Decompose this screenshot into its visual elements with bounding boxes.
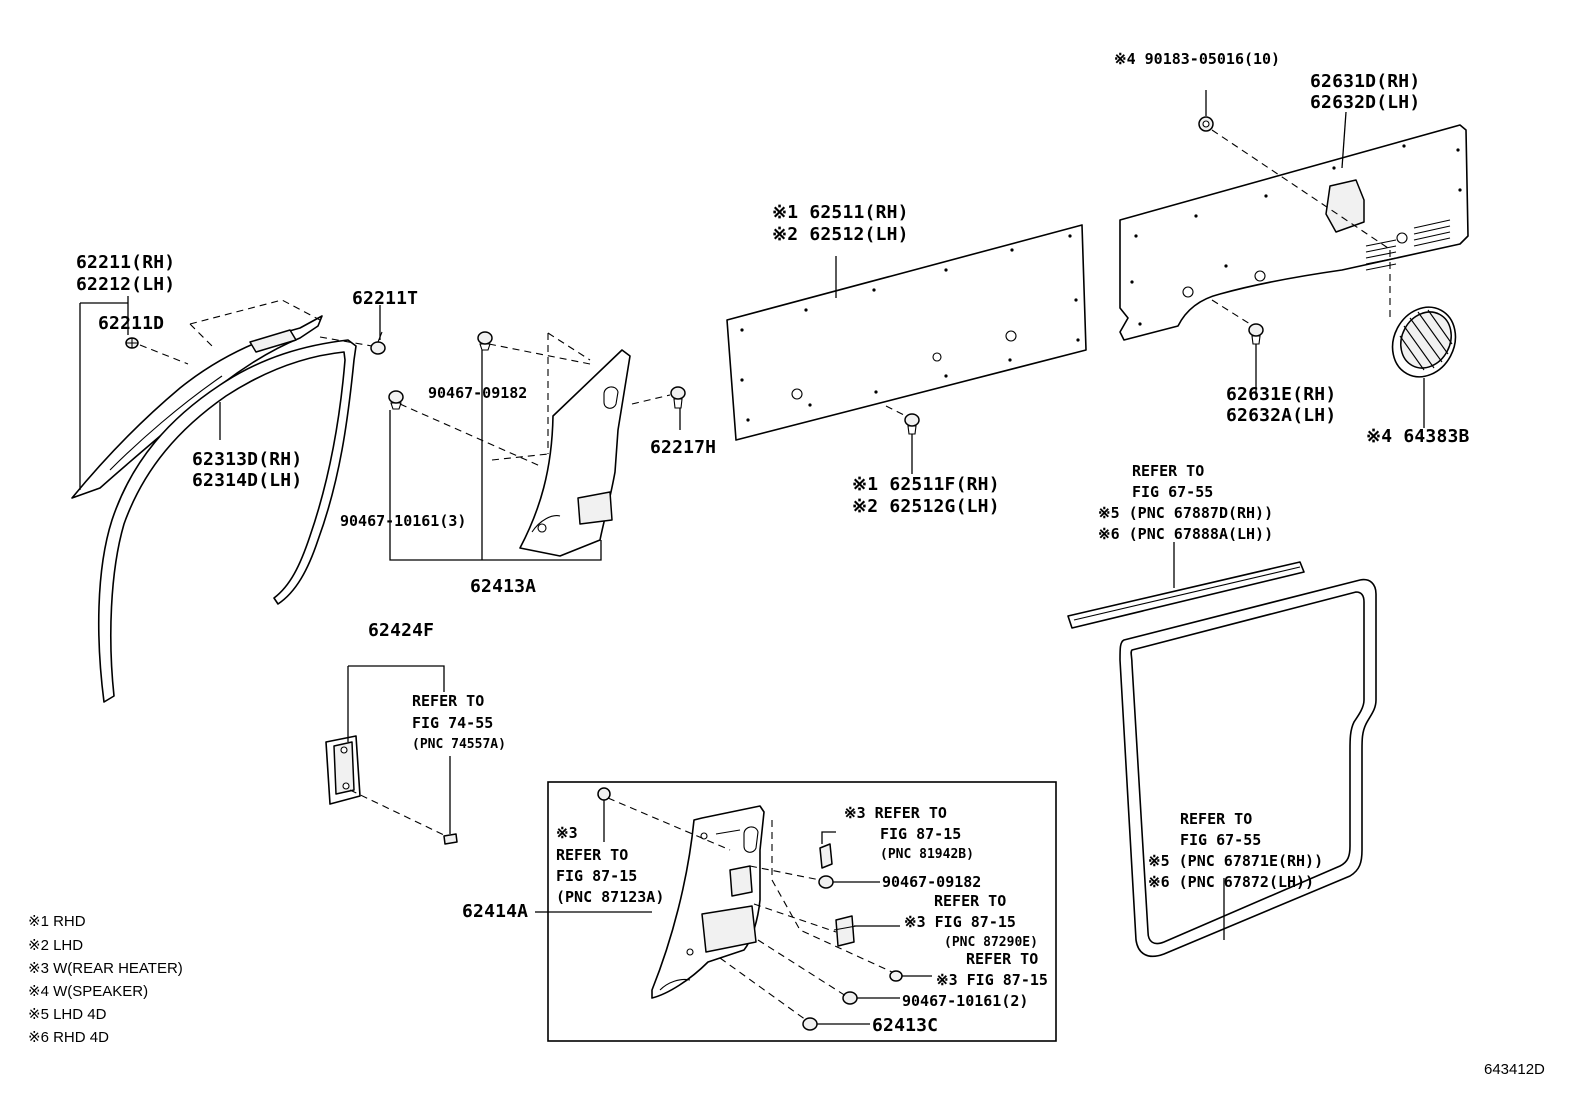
clip-62217h-icon	[670, 386, 686, 409]
label-62212-lh: 62212(LH)	[76, 274, 175, 295]
label-62217h: 62217H	[650, 437, 716, 458]
label-62512-lh: ※2 62512(LH)	[772, 224, 909, 245]
speaker-grille-slots	[1365, 219, 1451, 271]
clip-62511f-icon	[904, 413, 920, 435]
quarter-trim-rear-heater	[651, 805, 765, 999]
clip-rear-heater-c-icon	[889, 970, 903, 982]
clip-62413c-icon	[802, 1017, 818, 1031]
label-90467-09182-a: 90467-09182	[428, 384, 527, 402]
clip-90467-10161-icon	[388, 390, 404, 410]
label-refer-6755b-4: ※6 (PNC 67872(LH))	[1148, 873, 1314, 891]
label-refer-87123-0: ※3	[556, 824, 578, 842]
door-weatherstrip	[1119, 578, 1377, 958]
label-refer-87123-3: (PNC 87123A)	[556, 888, 664, 906]
label-62413c: 62413C	[872, 1015, 938, 1036]
note-5: ※5 LHD 4D	[28, 1006, 107, 1023]
note-2: ※2 LHD	[28, 937, 83, 954]
label-62211t: 62211T	[352, 288, 418, 309]
label-62211-rh: 62211(RH)	[76, 252, 175, 273]
note-3: ※3 W(REAR HEATER)	[28, 960, 183, 977]
clip-90467-09182-icon	[477, 331, 493, 351]
label-90467-09182-b: 90467-09182	[882, 873, 981, 891]
label-62414a: 62414A	[462, 901, 528, 922]
door-trim-holes	[1130, 144, 1462, 326]
label-62211d: 62211D	[98, 313, 164, 334]
figure-id: 643412D	[1484, 1061, 1545, 1078]
quarter-trim-panel	[519, 349, 631, 557]
label-62631d-rh: 62631D(RH)	[1310, 71, 1420, 92]
label-62512g-lh: ※2 62512G(LH)	[852, 496, 1000, 517]
label-90467-10161-3: 90467-10161(3)	[340, 512, 466, 530]
bracket-62424f	[325, 735, 361, 805]
label-refer-87-c-2: ※3 FIG 87-15	[936, 971, 1048, 989]
label-90467-10161-2: 90467-10161(2)	[902, 992, 1028, 1010]
label-62313d-rh: 62313D(RH)	[192, 449, 302, 470]
label-90183: ※4 90183-05016(10)	[1114, 50, 1280, 68]
label-62511f-rh: ※1 62511F(RH)	[852, 474, 1000, 495]
label-62314d-lh: 62314D(LH)	[192, 470, 302, 491]
trim-board-holes	[740, 234, 1080, 422]
label-62413a: 62413A	[470, 576, 536, 597]
label-refer-6755a-1: REFER TO	[1132, 462, 1204, 480]
label-refer-87290-1: REFER TO	[934, 892, 1006, 910]
label-refer-6755b-2: FIG 67-55	[1180, 831, 1261, 849]
door-opening-weatherstrip	[97, 339, 357, 703]
screw-90183-icon	[1198, 116, 1214, 132]
label-62511-rh: ※1 62511(RH)	[772, 202, 909, 223]
label-refer-81942-3: (PNC 81942B)	[880, 847, 974, 862]
label-refer-87290-3: (PNC 87290E)	[944, 935, 1038, 950]
label-refer-87123-2: FIG 87-15	[556, 867, 637, 885]
label-refer-87290-2: ※3 FIG 87-15	[904, 913, 1016, 931]
roof-side-weatherstrip	[1067, 561, 1305, 629]
note-1: ※1 RHD	[28, 913, 86, 930]
label-refer-81942-1: ※3 REFER TO	[844, 804, 947, 822]
label-refer-87-c-1: REFER TO	[966, 950, 1038, 968]
label-64383b: ※4 64383B	[1366, 426, 1470, 447]
side-door-trim-panel	[1119, 124, 1469, 341]
label-refer-6755a-3: ※5 (PNC 67887D(RH))	[1098, 504, 1273, 522]
bracket-87290e-icon	[833, 915, 857, 947]
note-4: ※4 W(SPEAKER)	[28, 983, 148, 1000]
label-refer-6755b-3: ※5 (PNC 67871E(RH))	[1148, 852, 1323, 870]
pin-62211t-icon	[370, 331, 386, 355]
clip-90467-09182-b-icon	[818, 875, 834, 889]
label-refer-74-1: REFER TO	[412, 692, 484, 710]
label-refer-87123-1: REFER TO	[556, 846, 628, 864]
label-62632a-lh: 62632A(LH)	[1226, 405, 1336, 426]
clip-62631e-icon	[1248, 323, 1264, 345]
label-62631e-rh: 62631E(RH)	[1226, 384, 1336, 405]
label-refer-6755b-1: REFER TO	[1180, 810, 1252, 828]
label-62632d-lh: 62632D(LH)	[1310, 92, 1420, 113]
label-refer-74-2: FIG 74-55	[412, 714, 493, 732]
notes-legend: ※1 RHD ※2 LHD ※3 W(REAR HEATER) ※4 W(SPE…	[28, 913, 183, 1046]
note-6: ※6 RHD 4D	[28, 1029, 109, 1046]
speaker-grille-icon	[1391, 306, 1457, 378]
connector-74557a-icon	[443, 833, 458, 845]
label-refer-81942-2: FIG 87-15	[880, 825, 961, 843]
rear-door-trim-board	[726, 224, 1087, 441]
label-62424f: 62424F	[368, 620, 434, 641]
duct-81942b-icon	[819, 843, 833, 869]
label-refer-6755a-4: ※6 (PNC 67888A(LH))	[1098, 525, 1273, 543]
label-refer-6755a-2: FIG 67-55	[1132, 483, 1213, 501]
label-refer-74-3: (PNC 74557A)	[412, 737, 506, 752]
clip-90467-10161-b-icon	[842, 991, 858, 1005]
clip-62211d-icon	[125, 337, 139, 349]
